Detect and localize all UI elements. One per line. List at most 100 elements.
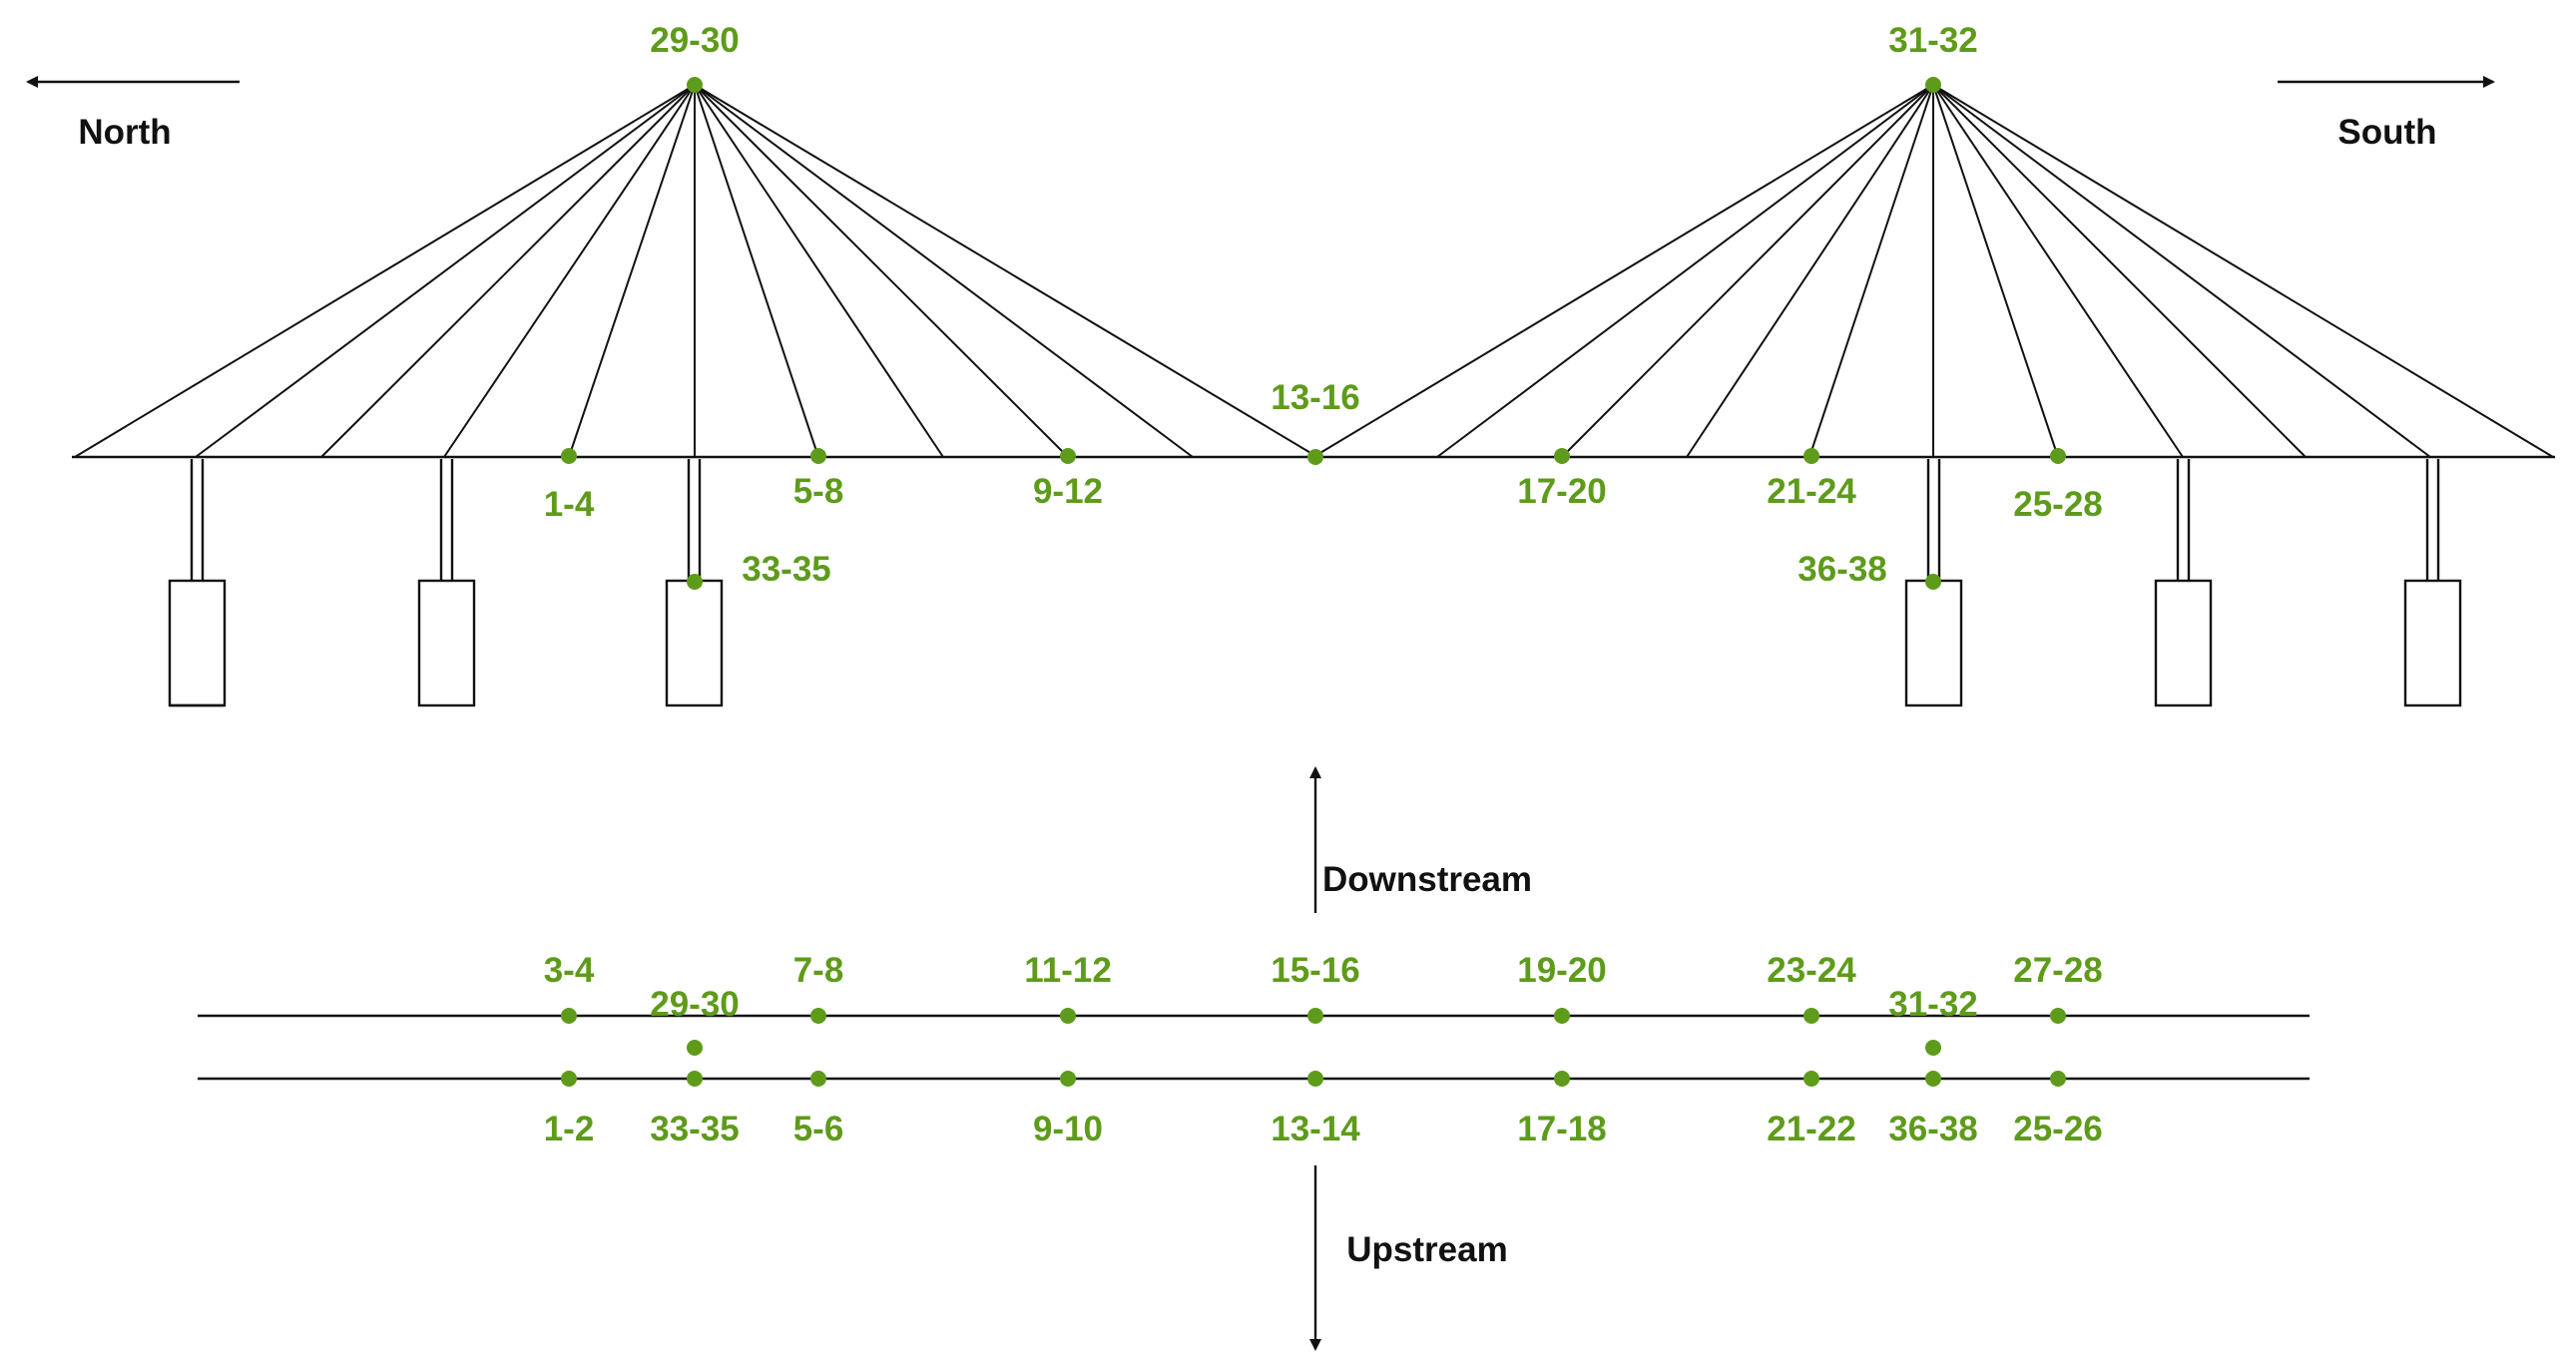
- stay-cable: [694, 84, 819, 458]
- north-indicator: North: [26, 76, 240, 152]
- sensor-point: [1925, 77, 1941, 93]
- stay-cable: [1312, 84, 1934, 458]
- sensor-point: [1060, 1071, 1076, 1087]
- stay-cable: [694, 84, 1069, 458]
- sensor-label: 36-38: [1888, 1110, 1978, 1148]
- pier-668: [665, 459, 724, 707]
- stay-cable: [1932, 84, 2184, 458]
- south-indicator: South: [2278, 76, 2495, 152]
- sensor-point: [1803, 1071, 1819, 1087]
- stay-cable: [1932, 84, 2307, 458]
- sensor-label: 23-24: [1767, 951, 1856, 990]
- sensor-label: 9-12: [1033, 472, 1103, 511]
- sensor-point: [1554, 448, 1570, 464]
- pier-2410: [2403, 459, 2462, 707]
- pier-footing: [417, 579, 476, 707]
- downstream-indicator: Downstream: [1309, 766, 1532, 913]
- pier-footing: [168, 579, 227, 707]
- sensor-point: [1307, 449, 1323, 465]
- stay-cable: [694, 84, 1318, 458]
- upstream-label: Upstream: [1346, 1230, 1507, 1269]
- sensor-point: [687, 77, 703, 93]
- stay-cable: [694, 84, 944, 458]
- sensor-point: [810, 1071, 826, 1087]
- sensor-label: 27-28: [2013, 951, 2103, 990]
- sensor-label: 3-4: [544, 951, 595, 990]
- sensor-label: 25-28: [2013, 485, 2103, 524]
- sensor-label: 17-18: [1517, 1110, 1607, 1148]
- sensor-point: [1554, 1008, 1570, 1024]
- sensor-label: 19-20: [1517, 951, 1607, 990]
- plan-labels: 3-4 7-8 11-12 15-16 19-20 23-24 27-28 29…: [544, 951, 2103, 1148]
- sensor-point: [687, 1071, 703, 1087]
- sensor-point: [1925, 1071, 1941, 1087]
- sensor-label: 29-30: [650, 21, 740, 60]
- sensor-point: [1925, 1040, 1941, 1056]
- stay-cable: [1686, 84, 1934, 458]
- sensor-point: [1307, 1008, 1323, 1024]
- stay-cable: [694, 84, 1194, 458]
- stay-cable: [568, 84, 696, 458]
- sensor-point: [1925, 574, 1941, 590]
- sensor-label: 25-26: [2013, 1110, 2103, 1148]
- sensor-point: [1307, 1071, 1323, 1087]
- elevation-labels: 29-30 31-32 1-4 5-8 9-12 13-16 17-20 21-…: [544, 21, 2103, 589]
- sensor-point: [561, 1071, 577, 1087]
- stay-cable: [443, 84, 696, 458]
- south-cable-fan: [1312, 84, 2554, 458]
- sensor-label: 21-22: [1767, 1110, 1856, 1148]
- stay-cable: [1932, 84, 2431, 458]
- sensor-label: 13-16: [1271, 378, 1360, 417]
- sensor-point: [1803, 448, 1819, 464]
- pier-footing: [665, 579, 724, 707]
- sensor-label: 1-4: [544, 485, 595, 524]
- pier-170: [168, 459, 227, 707]
- north-cable-fan: [74, 84, 1318, 458]
- sensor-point: [1060, 448, 1076, 464]
- sensor-point: [561, 448, 577, 464]
- sensor-point: [1060, 1008, 1076, 1024]
- downstream-label: Downstream: [1322, 860, 1532, 899]
- sensor-label: 33-35: [742, 550, 831, 589]
- pier-footing: [1904, 579, 1963, 707]
- sensor-point: [1554, 1071, 1570, 1087]
- sensor-label: 17-20: [1517, 472, 1607, 511]
- pier-footing: [2154, 579, 2213, 707]
- south-label: South: [2337, 113, 2436, 152]
- plan-sensors: [561, 1008, 2066, 1087]
- stay-cable: [1561, 84, 1934, 458]
- stay-cable: [1932, 84, 2059, 458]
- sensor-label: 36-38: [1798, 550, 1887, 589]
- stay-cable: [320, 84, 696, 458]
- sensor-label: 13-14: [1271, 1110, 1360, 1148]
- sensor-label: 7-8: [793, 951, 844, 990]
- sensor-label: 29-30: [650, 985, 740, 1024]
- north-label: North: [78, 113, 171, 152]
- sensor-label: 5-8: [793, 472, 844, 511]
- pier-footing: [2403, 579, 2462, 707]
- sensor-label: 31-32: [1888, 985, 1978, 1024]
- pier-2160: [2154, 459, 2213, 707]
- sensor-label: 31-32: [1888, 21, 1978, 60]
- stay-cable: [74, 84, 696, 458]
- sensor-label: 5-6: [793, 1110, 844, 1148]
- sensor-point: [810, 448, 826, 464]
- sensor-point: [1803, 1008, 1819, 1024]
- sensor-point: [561, 1008, 577, 1024]
- elevation-sensors: [561, 77, 2066, 590]
- sensor-point: [2050, 1071, 2066, 1087]
- sensor-label: 15-16: [1271, 951, 1360, 990]
- sensor-label: 21-24: [1767, 472, 1856, 511]
- sensor-point: [2050, 1008, 2066, 1024]
- sensor-point: [687, 1040, 703, 1056]
- sensor-point: [2050, 448, 2066, 464]
- sensor-label: 9-10: [1033, 1110, 1103, 1148]
- sensor-label: 11-12: [1024, 951, 1112, 990]
- stay-cable: [1436, 84, 1934, 458]
- sensor-point: [810, 1008, 826, 1024]
- sensor-point: [687, 574, 703, 590]
- pier-420: [417, 459, 476, 707]
- sensor-label: 1-2: [544, 1110, 595, 1148]
